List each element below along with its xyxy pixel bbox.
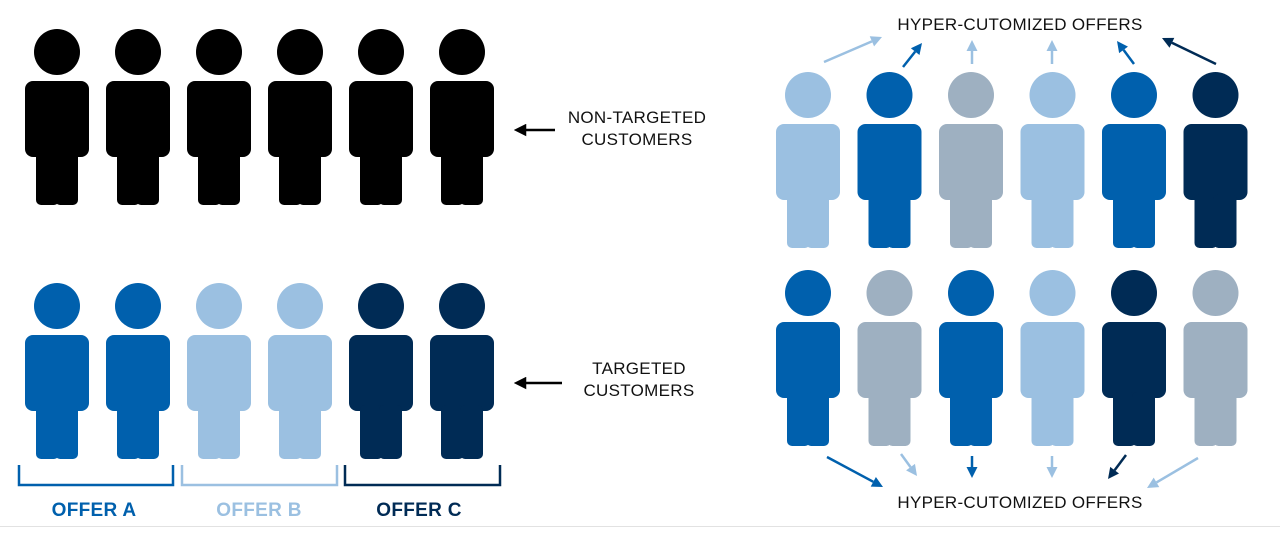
hyper-bottom-person-icon-3 bbox=[939, 270, 1003, 446]
offer-bracket-1 bbox=[17, 465, 175, 487]
targeted-person-icon-1 bbox=[25, 283, 89, 459]
targeted-person-icon-5 bbox=[349, 283, 413, 459]
hyper-top-person-icon-3 bbox=[939, 72, 1003, 248]
hyper-bottom-person-icon-6 bbox=[1183, 270, 1248, 446]
hyper-top-arrow-4 bbox=[1046, 40, 1058, 64]
hyper-top-arrow-3 bbox=[966, 40, 978, 64]
hyper-arrows bbox=[823, 36, 1217, 488]
bottom-divider bbox=[0, 526, 1280, 527]
hyper-top-person-icon-4 bbox=[1020, 72, 1085, 248]
hyper-bottom-label: HYPER-CUTOMIZED OFFERS bbox=[897, 493, 1143, 512]
offer-bracket-2 bbox=[180, 465, 339, 487]
non-targeted-person-icon-3 bbox=[187, 29, 251, 205]
targeted-label-line2: CUSTOMERS bbox=[583, 381, 695, 400]
non-targeted-label-line2: CUSTOMERS bbox=[581, 130, 693, 149]
non-targeted-person-icon-2 bbox=[106, 29, 170, 205]
hyper-bottom-person-icon-5 bbox=[1102, 270, 1166, 446]
non-targeted-person-icon-4 bbox=[268, 29, 332, 205]
hyper-top-arrow-6 bbox=[1162, 37, 1217, 66]
non-targeted-group bbox=[25, 29, 494, 205]
hyper-top-arrow-1 bbox=[823, 36, 882, 64]
targeted-label: TARGETED CUSTOMERS bbox=[554, 358, 724, 402]
hyper-bottom-arrow-3 bbox=[966, 456, 978, 478]
offer-a-label: OFFER A bbox=[51, 500, 137, 521]
hyper-bottom-arrow-5 bbox=[1108, 454, 1127, 479]
hyper-top-person-icon-5 bbox=[1102, 72, 1166, 248]
non-targeted-label: NON-TARGETED CUSTOMERS bbox=[552, 107, 722, 151]
non-targeted-label-line1: NON-TARGETED bbox=[567, 108, 707, 127]
hyper-top-arrow-5 bbox=[1117, 41, 1136, 65]
targeted-person-icon-3 bbox=[187, 283, 251, 459]
hyper-bottom-arrow-4 bbox=[1046, 456, 1058, 478]
non-targeted-person-icon-5 bbox=[349, 29, 413, 205]
hyper-top-person-icon-1 bbox=[776, 72, 840, 248]
hyper-top-group bbox=[776, 72, 1248, 248]
offer-c-label: OFFER C bbox=[376, 500, 462, 521]
non-targeted-person-icon-6 bbox=[430, 29, 494, 205]
hyper-bottom-person-icon-2 bbox=[857, 270, 922, 446]
hyper-bottom-arrow-2 bbox=[899, 453, 917, 476]
hyper-bottom-group bbox=[776, 270, 1248, 446]
targeted-person-icon-2 bbox=[106, 283, 170, 459]
hyper-top-person-icon-6 bbox=[1183, 72, 1248, 248]
non-targeted-person-icon-1 bbox=[25, 29, 89, 205]
hyper-bottom-person-icon-4 bbox=[1020, 270, 1085, 446]
targeted-label-line1: TARGETED bbox=[592, 359, 686, 378]
targeted-person-icon-4 bbox=[268, 283, 332, 459]
hyper-bottom-person-icon-1 bbox=[776, 270, 840, 446]
offer-b-label: OFFER B bbox=[216, 500, 302, 521]
targeted-group bbox=[25, 283, 494, 459]
hyper-bottom-arrow-6 bbox=[1147, 456, 1199, 488]
offer-bracket-3 bbox=[343, 465, 502, 487]
hyper-bottom-arrow-1 bbox=[826, 455, 883, 487]
targeted-person-icon-6 bbox=[430, 283, 494, 459]
offer-brackets bbox=[17, 465, 502, 487]
hyper-top-label: HYPER-CUTOMIZED OFFERS bbox=[897, 15, 1143, 34]
hyper-top-person-icon-2 bbox=[857, 72, 922, 248]
hyper-top-arrow-2 bbox=[902, 43, 922, 68]
